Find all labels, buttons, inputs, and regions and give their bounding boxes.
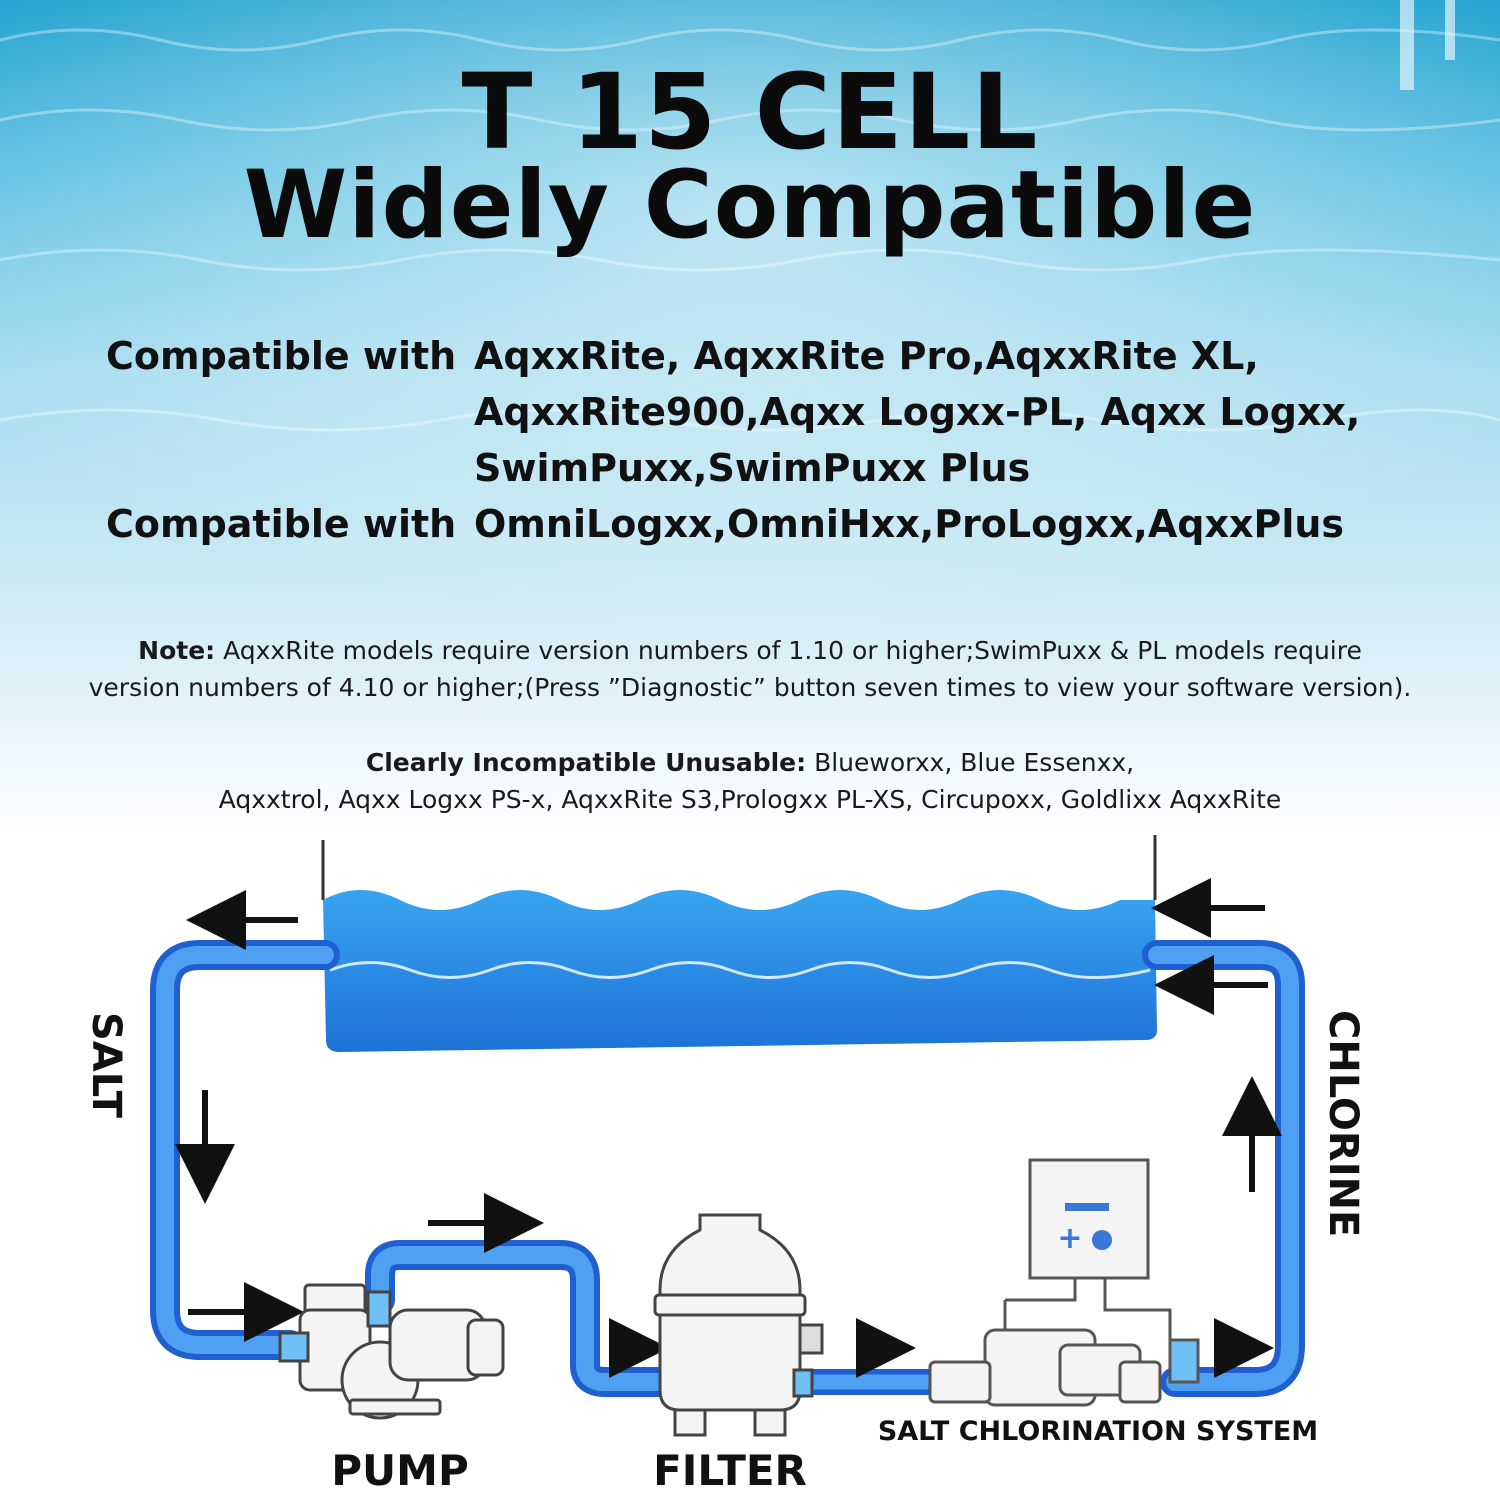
chlorinator-icon xyxy=(928,1158,1200,1407)
compat-line-1: Compatible with xyxy=(106,332,456,380)
incompatible-label: Clearly Incompatible Unusable: xyxy=(365,748,807,777)
flow-arrows xyxy=(175,878,1282,1378)
note-line-2: version numbers of 4.10 or higher;(Press… xyxy=(88,673,1412,702)
compat-models-1: AqxxRite, AqxxRite Pro,AqxxRite XL, xyxy=(474,334,1259,378)
pump-icon xyxy=(278,1283,505,1420)
pool-basin xyxy=(321,835,1157,1052)
filter-icon xyxy=(653,1213,824,1437)
compat-models-2: AqxxRite900,Aqxx Logxx-PL, Aqxx Logxx, xyxy=(474,390,1361,434)
panel-dial-icon xyxy=(1092,1230,1112,1250)
chlorine-label: CHLORINE xyxy=(1320,1010,1366,1237)
note-text-1: AqxxRite models require version numbers … xyxy=(215,636,1362,665)
pipe-loop xyxy=(150,940,1305,1397)
note-label: Note: xyxy=(138,636,216,665)
system-label: SALT CHLORINATION SYSTEM xyxy=(878,1416,1318,1447)
incompatible-text-1: Blueworxx, Blue Essenxx, xyxy=(806,748,1135,777)
panel-plus: + xyxy=(1057,1221,1082,1256)
main-title: T 15 CELL xyxy=(461,51,1039,173)
incompatible-line-1: Clearly Incompatible Unusable: Blueworxx… xyxy=(0,744,1500,782)
compat-models-4: OmniLogxx,OmniHxx,ProLogxx,AqxxPlus xyxy=(474,502,1345,546)
filter-label: FILTER xyxy=(653,1446,807,1488)
note-line-1: Note: AqxxRite models require version nu… xyxy=(0,632,1500,670)
pool-circulation-diagram: + PUMP FILTER SALT CHLORINATION SYSTEM S… xyxy=(83,835,1366,1488)
subtitle: Widely Compatible xyxy=(243,151,1257,260)
salt-label: SALT xyxy=(83,1012,129,1119)
compat-models-3: SwimPuxx,SwimPuxx Plus xyxy=(474,446,1031,490)
compat-prefix-1: Compatible with xyxy=(106,334,457,378)
compat-prefix-2: Compatible with xyxy=(106,502,457,546)
incompatible-line-2: Aqxxtrol, Aqxx Logxx PS-x, AqxxRite S3,P… xyxy=(218,785,1282,814)
pump-label: PUMP xyxy=(331,1446,468,1488)
